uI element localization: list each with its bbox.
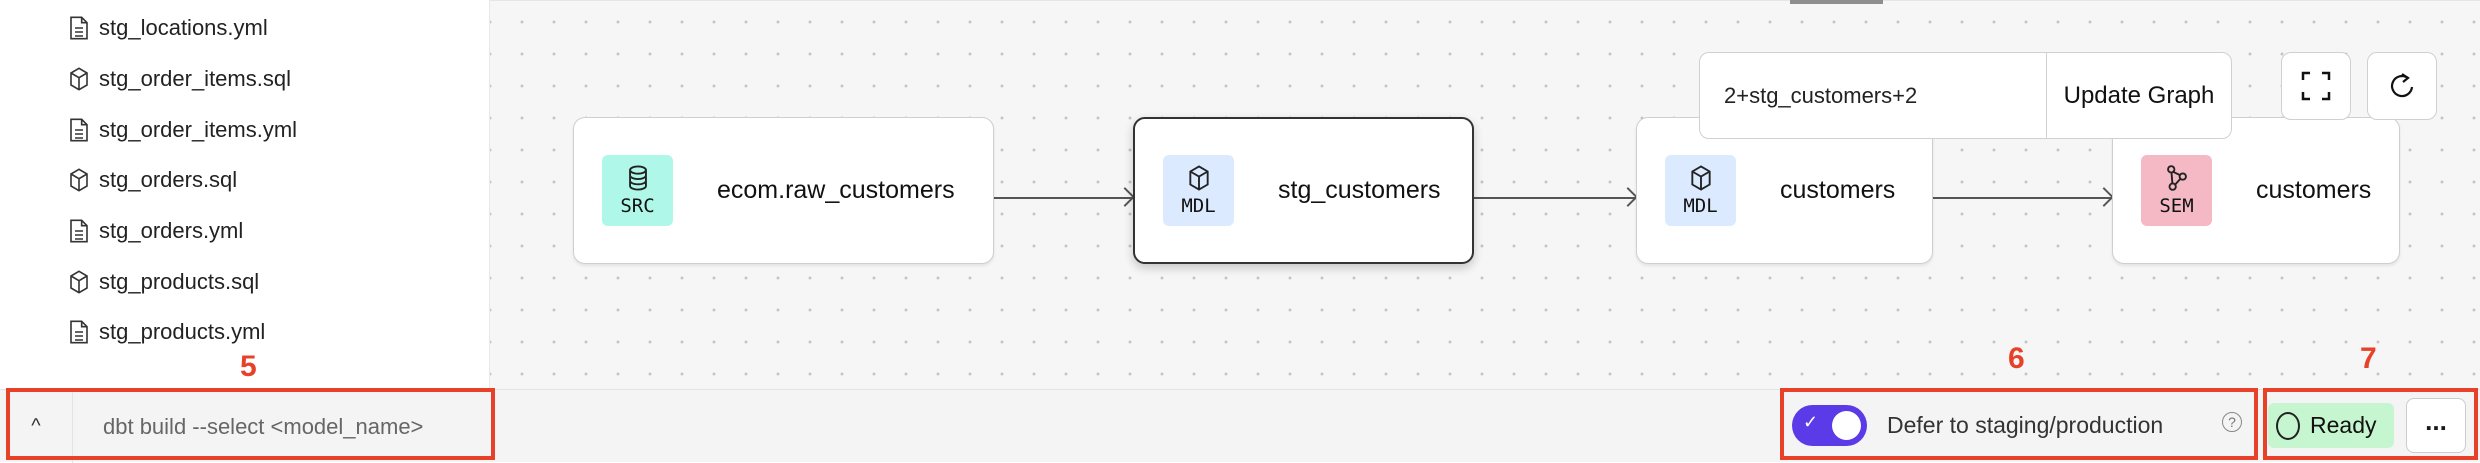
- refresh-button[interactable]: [2367, 52, 2437, 120]
- file-item[interactable]: stg_orders.sql: [68, 160, 237, 200]
- file-name: stg_products.sql: [99, 269, 260, 294]
- graph-edge: [1474, 197, 1636, 199]
- bottom-bar: ^ dbt build --select <model_name>: [0, 389, 2480, 463]
- file-item[interactable]: stg_orders.yml: [68, 211, 243, 251]
- update-graph-button[interactable]: Update Graph: [2046, 53, 2231, 138]
- graph-node-model[interactable]: MDL customers: [1636, 117, 1933, 264]
- status-badge: Ready: [2268, 403, 2394, 448]
- file-name: stg_orders.sql: [99, 167, 238, 192]
- help-icon[interactable]: ?: [2222, 412, 2242, 432]
- status-text: Ready: [2310, 412, 2377, 438]
- node-label: ecom.raw_customers: [717, 176, 955, 204]
- cube-icon: [1188, 164, 1209, 191]
- node-type-badge: MDL: [1665, 155, 1736, 226]
- file-text-icon: [70, 16, 88, 40]
- cube-icon: [70, 270, 88, 294]
- refresh-icon: [2391, 73, 2414, 98]
- fullscreen-icon: [2301, 71, 2331, 101]
- annotation-label-5: 5: [240, 350, 257, 383]
- database-icon: [628, 165, 647, 190]
- file-item[interactable]: stg_locations.yml: [68, 8, 268, 48]
- chevron-up-icon: ^: [31, 415, 41, 437]
- node-label: customers: [1780, 176, 1896, 204]
- file-text-icon: [70, 219, 88, 243]
- node-type-badge: SEM: [2141, 155, 2212, 226]
- graph-node-source[interactable]: SRC ecom.raw_customers: [573, 117, 994, 264]
- defer-label: Defer to staging/production: [1887, 412, 2164, 438]
- node-type-badge: SRC: [602, 155, 673, 226]
- annotation-box-6: [1780, 388, 2258, 460]
- file-explorer: stg_locations.yml stg_order_items.sql st…: [0, 0, 490, 389]
- annotation-label-7: 7: [2360, 342, 2377, 375]
- badge-text: SRC: [620, 194, 655, 217]
- file-item[interactable]: stg_order_items.yml: [68, 110, 297, 150]
- tab-indicator: [1790, 0, 1883, 4]
- cube-icon: [70, 67, 88, 91]
- defer-toggle[interactable]: ✓: [1792, 405, 1867, 446]
- graph-node-selected[interactable]: MDL stg_customers: [1133, 117, 1474, 264]
- status-circle-icon: [2276, 411, 2300, 440]
- command-input[interactable]: dbt build --select <model_name>: [103, 413, 424, 439]
- file-name: stg_locations.yml: [99, 15, 268, 40]
- file-name: stg_order_items.yml: [99, 117, 298, 142]
- annotation-label-6: 6: [2008, 342, 2025, 375]
- badge-text: SEM: [2159, 194, 2194, 217]
- file-item[interactable]: stg_products.sql: [68, 262, 259, 302]
- badge-text: MDL: [1683, 194, 1718, 217]
- node-label: customers: [2256, 176, 2372, 204]
- file-name: stg_products.yml: [99, 319, 266, 344]
- expand-command-button[interactable]: ^: [0, 390, 73, 463]
- cube-icon: [70, 168, 88, 192]
- file-text-icon: [70, 320, 88, 344]
- graph-edge: [1933, 197, 2112, 199]
- badge-text: MDL: [1181, 194, 1216, 217]
- file-text-icon: [70, 118, 88, 142]
- graph-edge: [994, 197, 1133, 199]
- selector-input[interactable]: [1700, 82, 2046, 109]
- file-name: stg_order_items.sql: [99, 66, 291, 91]
- semantic-graph-icon: [2166, 164, 2187, 191]
- file-name: stg_orders.yml: [99, 218, 244, 243]
- annotation-box-5: [6, 388, 495, 460]
- more-options-button[interactable]: ...: [2406, 398, 2466, 453]
- fullscreen-button[interactable]: [2281, 52, 2351, 120]
- node-label: stg_customers: [1278, 176, 1441, 204]
- node-type-badge: MDL: [1163, 155, 1234, 226]
- file-item[interactable]: stg_order_items.sql: [68, 59, 291, 99]
- cube-icon: [1690, 164, 1711, 191]
- annotation-box-7: [2263, 388, 2478, 460]
- file-item[interactable]: stg_products.yml: [68, 312, 265, 352]
- check-icon: ✓: [1803, 412, 1819, 432]
- toggle-knob: [1832, 411, 1861, 440]
- graph-node-semantic[interactable]: SEM customers: [2112, 117, 2400, 264]
- graph-filter: Update Graph: [1699, 52, 2232, 139]
